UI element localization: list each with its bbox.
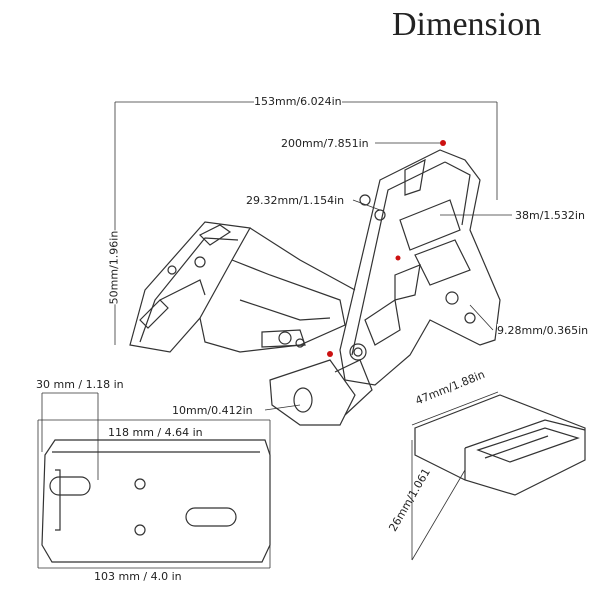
label-plate-length: 118 mm / 4.64 in — [108, 426, 203, 439]
rubber-block — [414, 394, 586, 496]
label-height-left: 50mm/1.96in — [107, 230, 121, 305]
bracket-main-body — [339, 149, 501, 386]
label-plate-bottom: 103 mm / 4.0 in — [94, 570, 182, 583]
block-dimension-lines — [411, 391, 499, 561]
bracket-left-plate — [129, 221, 251, 353]
plate-dimension-lines — [37, 392, 271, 569]
license-plate — [41, 439, 271, 563]
label-overall-height: 200mm/7.851in — [281, 137, 369, 150]
label-slot-width: 30 mm / 1.18 in — [36, 378, 124, 391]
label-overall-width: 153mm/6.024in — [254, 95, 342, 108]
bracket-arm — [199, 227, 356, 353]
label-mount-hole: 9.28mm/0.365in — [497, 324, 589, 337]
label-tube: 10mm/0.412in — [172, 404, 253, 417]
page-title: Dimension — [392, 6, 542, 43]
accent-dots — [327, 140, 446, 357]
label-hole-spacing: 29.32mm/1.154in — [246, 194, 345, 207]
bracket-tube-clamp — [269, 359, 373, 426]
label-arm-width: 38m/1.532in — [515, 209, 585, 222]
